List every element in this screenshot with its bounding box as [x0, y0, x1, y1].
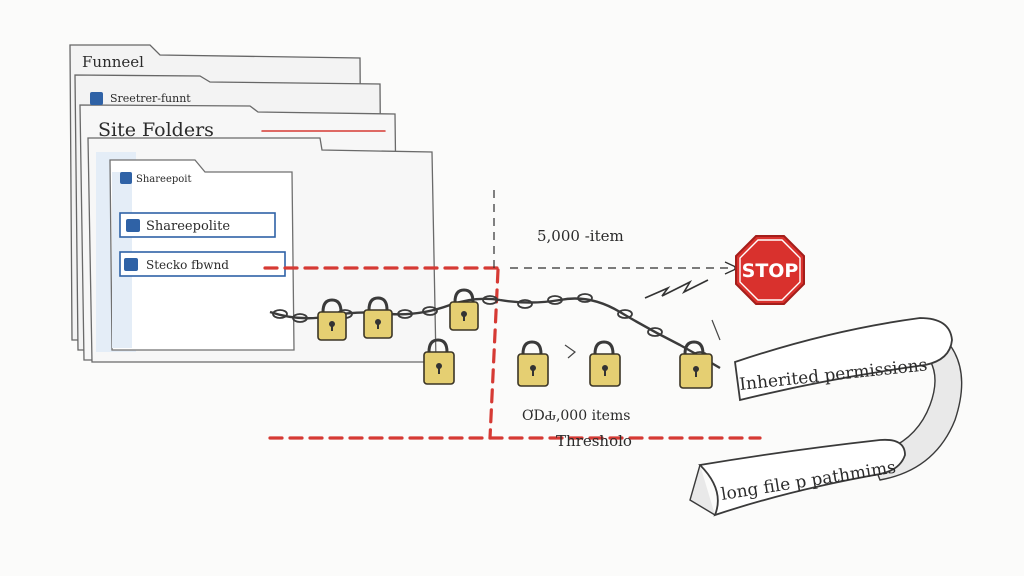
padlock-icon — [423, 338, 455, 385]
item-limit-label: 5,000 -item — [537, 227, 624, 245]
site-row[interactable] — [119, 251, 286, 277]
padlock-icon — [363, 296, 393, 339]
padlock-icon — [449, 288, 479, 331]
threshold-label: Thresholo — [556, 432, 632, 450]
folder-stack: Funneel Sreetrer-funnt Site Folders Shar… — [69, 44, 437, 363]
sharepoint-icon — [126, 219, 140, 232]
padlock-icon — [517, 340, 549, 387]
sharepoint-row[interactable] — [119, 212, 276, 238]
ribbon-banner: Inherited permissions long file p pathmi… — [689, 317, 963, 517]
ribbon-bottom-band — [698, 438, 906, 517]
sharepoint-icon — [120, 172, 132, 184]
zigzag-arrow-icon — [644, 279, 709, 299]
ribbon-top-band — [734, 317, 953, 402]
sharepoint-top-label: Sreetrer-funnt — [110, 92, 191, 105]
stop-label: STOP — [742, 260, 799, 282]
ribbon-fold — [869, 329, 963, 481]
funnel-label: Funneel — [82, 53, 144, 71]
site-row-label: Stecko fbwnd — [146, 258, 229, 272]
site-folders-label: Site Folders — [98, 119, 214, 141]
sharepoint-row-label: Shareepolite — [146, 219, 230, 234]
padlocks — [317, 288, 713, 389]
stop-sign-icon: STOP — [735, 235, 805, 305]
padlock-icon — [679, 340, 713, 389]
sharepoint-tab-label: Shareepoit — [136, 174, 192, 185]
ribbon-tail — [689, 464, 716, 516]
sharepoint-icon — [90, 92, 103, 105]
sharepoint-icon — [124, 258, 138, 271]
sketch-mark — [711, 319, 721, 341]
padlock-icon — [589, 340, 621, 387]
sketch-mark — [564, 344, 576, 359]
threshold-count-label: ƠDԂ,000 items — [522, 408, 630, 424]
padlock-icon — [317, 298, 347, 341]
